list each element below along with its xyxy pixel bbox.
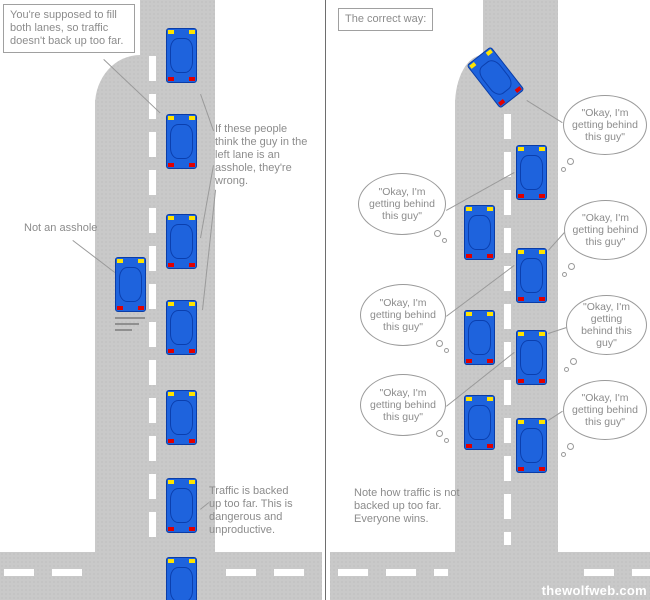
thought-trail-dot xyxy=(568,263,575,270)
car xyxy=(166,478,197,533)
skid-mark xyxy=(115,323,139,325)
road-dashes xyxy=(584,569,650,576)
car xyxy=(464,395,495,450)
car xyxy=(166,28,197,83)
road-dashes xyxy=(338,569,448,576)
thought-bubble: "Okay, I'm getting behind this guy" xyxy=(563,380,647,440)
thought-trail-dot xyxy=(570,358,577,365)
thought-trail-dot xyxy=(567,158,574,165)
thought-trail-dot xyxy=(561,452,566,457)
road-bottom-segment xyxy=(330,552,650,600)
note-theyre-wrong: If these people think the guy in the lef… xyxy=(215,123,308,187)
car xyxy=(464,205,495,260)
road-bottom-segment xyxy=(0,552,322,600)
thought-bubble: "Okay, I'm getting behind this guy" xyxy=(360,374,446,436)
note-backed-up: Traffic is backed up too far. This is da… xyxy=(209,485,293,536)
panel-divider xyxy=(325,0,326,600)
thought-trail-dot xyxy=(561,167,566,172)
car xyxy=(516,145,547,200)
thought-trail-dot xyxy=(436,430,443,437)
lane-dashes xyxy=(504,114,511,545)
car xyxy=(166,114,197,169)
skid-mark xyxy=(115,329,132,331)
car xyxy=(166,214,197,269)
thought-trail-dot xyxy=(562,272,567,277)
note-everyone-wins: Note how traffic is not backed up too fa… xyxy=(354,487,460,525)
car xyxy=(166,300,197,355)
thought-trail-dot xyxy=(444,348,449,353)
note-fill-both-lanes: You're supposed to fill both lanes, so t… xyxy=(3,4,135,53)
car xyxy=(516,418,547,473)
car xyxy=(516,248,547,303)
road-dashes xyxy=(226,569,322,576)
thought-trail-dot xyxy=(442,238,447,243)
thought-bubble: "Okay, I'm getting behind this guy" xyxy=(360,284,446,346)
skid-mark xyxy=(115,317,145,319)
thought-trail-dot xyxy=(564,367,569,372)
car xyxy=(464,310,495,365)
watermark: thewolfweb.com xyxy=(541,583,647,598)
thought-bubble: "Okay, I'm getting behind this guy" xyxy=(566,295,647,355)
car xyxy=(166,390,197,445)
lane-dashes xyxy=(149,56,156,545)
thought-bubble: "Okay, I'm getting behind this guy" xyxy=(358,173,446,235)
note-correct-way: The correct way: xyxy=(338,8,434,31)
road-dashes xyxy=(4,569,96,576)
thought-trail-dot xyxy=(567,443,574,450)
car xyxy=(166,557,197,600)
thought-bubble: "Okay, I'm getting behind this guy" xyxy=(564,200,647,260)
note-not-an-asshole: Not an asshole xyxy=(24,222,98,234)
car-left-lane xyxy=(115,257,146,312)
car xyxy=(516,330,547,385)
thought-bubble: "Okay, I'm getting behind this guy" xyxy=(563,95,647,155)
thought-trail-dot xyxy=(444,438,449,443)
thought-trail-dot xyxy=(434,230,441,237)
thought-trail-dot xyxy=(436,340,443,347)
